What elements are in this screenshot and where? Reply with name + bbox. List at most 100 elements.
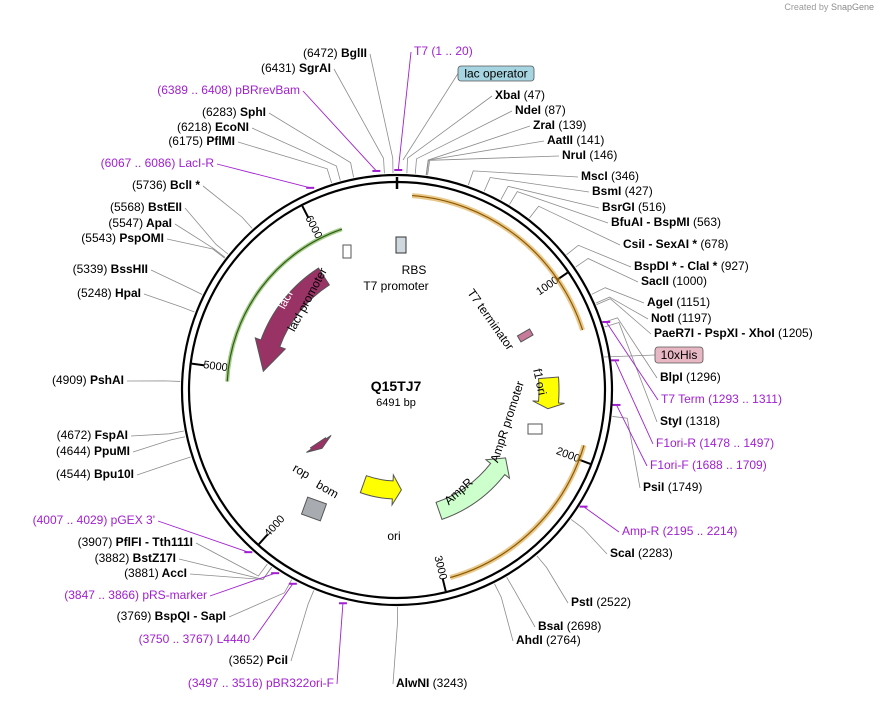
site-leader [189, 566, 273, 580]
site-leader [604, 322, 658, 423]
site-label-right-name: CsiI - SexAI * [623, 237, 697, 251]
plasmid-length: 6491 bp [376, 397, 416, 409]
primer-label-right: T7 Term (1293 .. 1311) [661, 392, 782, 406]
site-leader [595, 296, 649, 320]
site-label-right-location: (1197) [674, 311, 711, 325]
site-label-right: NdeI (87) [515, 103, 566, 117]
feature-laci [254, 267, 331, 373]
bom-box [300, 496, 328, 522]
site-label-left-location: (6472) [303, 46, 338, 60]
site-label-right-location: (2283) [635, 546, 673, 560]
primer-label-left-name: pRS-marker [139, 588, 207, 602]
primer-label-left-location: (3847 .. 3866) [64, 588, 139, 602]
primer-label-left: (4007 .. 4029) pGEX 3' [33, 513, 155, 527]
laci-promoter-box [342, 244, 352, 259]
site-leader [529, 205, 621, 246]
primer-leader [583, 506, 620, 533]
site-label-right-location: (87) [541, 103, 566, 117]
site-label-left-location: (3907) [78, 535, 113, 549]
site-label-left-name: PciI [263, 653, 288, 667]
site-leader [570, 519, 608, 555]
site-label-left: (3652) PciI [229, 653, 288, 667]
highlight-arc-1-line [412, 194, 584, 331]
site-label-left-name: SgrAI [296, 61, 331, 75]
site-label-right-location: (1205) [775, 326, 813, 340]
primer-leader [336, 603, 344, 685]
site-leader [166, 238, 225, 259]
site-label-left-location: (5736) [132, 178, 167, 192]
site-label-right-name: BlpI [660, 370, 683, 384]
primer-label-right-location: (1293 .. 1311) [705, 392, 782, 406]
primer-label-right: Amp-R (2195 .. 2214) [622, 524, 737, 538]
site-label-left: (3882) BstZ17I [95, 551, 176, 565]
site-label-left: (4644) PpuMI [56, 444, 130, 458]
site-leader [427, 155, 560, 176]
site-label-right: PaeR7I - PspXI - XhoI (1205) [654, 326, 813, 340]
primer-label-right-name: T7 [414, 44, 428, 58]
site-label-left-name: PflFI - Tth111I [112, 535, 193, 549]
credit-brand: SnapGene [830, 2, 874, 12]
primer-leader [614, 360, 654, 445]
tick-label: 3000 [431, 555, 448, 582]
primer-label-right-location: (1 .. 20) [428, 44, 473, 58]
site-label-left: (5736) BclI * [132, 178, 200, 192]
site-label-left-location: (4544) [56, 467, 91, 481]
site-label-left-location: (3652) [229, 653, 264, 667]
site-label-left-name: SphI [237, 105, 266, 119]
ampr-promoter-box [527, 423, 543, 435]
boxed-label-bg [654, 346, 704, 364]
site-leader [414, 110, 513, 174]
site-label-right-name: AhdI [516, 633, 543, 647]
tick-mark [258, 533, 269, 545]
primer-label-right-location: (1688 .. 1709) [689, 458, 767, 472]
site-label-left-location: (4644) [56, 444, 91, 458]
site-label-right: NotI (1197) [651, 311, 711, 325]
site-label-right-location: (1151) [673, 295, 710, 309]
site-label-left-name: BstEII [145, 200, 182, 214]
site-label-left-name: BclI * [167, 178, 201, 192]
site-leader [143, 293, 195, 313]
site-leader [150, 269, 203, 295]
site-label-right-location: (1318) [682, 414, 720, 428]
site-label-left: (4544) Bpu10I [56, 467, 134, 481]
site-label-right: BsaI (2698) [538, 619, 601, 633]
site-label-right: ZraI (139) [533, 118, 586, 132]
site-label-right-location: (1296) [683, 370, 721, 384]
site-label-left-location: (5339) [73, 262, 108, 276]
t7-terminator-box [516, 328, 534, 343]
feature-ori [359, 473, 402, 507]
site-label-right: PsiI (1749) [643, 480, 702, 494]
primer-label-left-name: L4440 [213, 632, 250, 646]
site-label-left: (4672) FspAI [57, 428, 128, 442]
box-leader [402, 73, 459, 161]
primer-label-left-location: (4007 .. 4029) [33, 513, 108, 527]
site-leader [406, 95, 493, 174]
site-label-right: SacII (1000) [641, 274, 707, 288]
site-label-left: (5543) PspOMI [81, 231, 164, 245]
primer-label-right: F1ori-R (1478 .. 1497) [656, 436, 774, 450]
site-label-left-location: (3882) [95, 551, 130, 565]
site-leader [509, 191, 609, 224]
highlight-arc-2-line [450, 445, 585, 579]
site-label-left-location: (5568) [110, 200, 145, 214]
site-leader [575, 258, 639, 283]
primer-leader [397, 51, 412, 171]
site-label-right-name: BsrGI [602, 200, 635, 214]
primer-leader [216, 163, 311, 189]
site-label-left: (3907) PflFI - Tth111I [78, 535, 193, 549]
site-label-right-location: (1000) [669, 274, 707, 288]
site-label-right: BlpI (1296) [660, 370, 721, 384]
feature-label: ori [387, 529, 400, 543]
site-label-right-name: PsiI [643, 480, 664, 494]
site-label-right-name: BsmI [592, 184, 621, 198]
primer-label-right-name: T7 Term [661, 392, 705, 406]
site-leader [494, 583, 514, 642]
site-label-right-location: (139) [555, 118, 586, 132]
site-leader [195, 542, 268, 577]
site-label-left-name: BstZ17I [129, 551, 176, 565]
site-leader [132, 436, 186, 453]
site-leader [426, 140, 545, 176]
feature-label: RBS [402, 263, 427, 277]
site-label-left-name: PpuMI [91, 444, 130, 458]
